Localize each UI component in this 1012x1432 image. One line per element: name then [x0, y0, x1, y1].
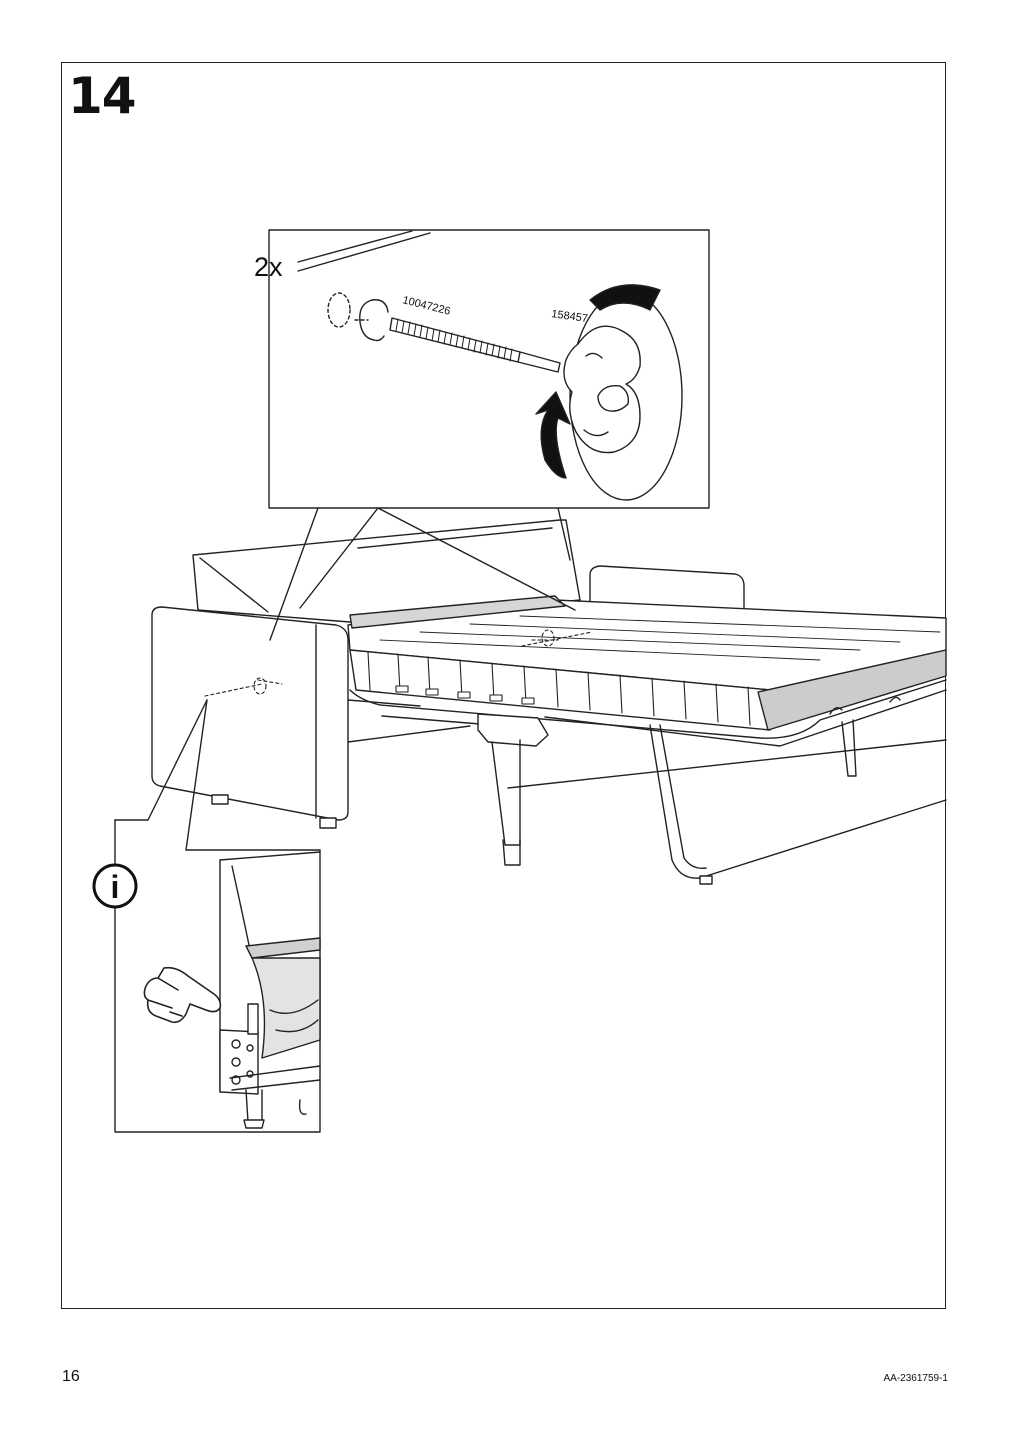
step-number: 14 — [68, 67, 137, 125]
quantity-label: 2x — [254, 252, 283, 282]
document-code: AA-2361759-1 — [883, 1373, 949, 1384]
page-number: 16 — [62, 1368, 80, 1385]
knob-part-number: 158457 — [551, 308, 589, 325]
info-detail-drawing — [219, 851, 321, 1129]
info-glyph: i — [111, 869, 120, 905]
info-icon — [92, 863, 138, 909]
sofa-bed-drawing — [151, 519, 947, 885]
pointing-hand-icon — [143, 966, 222, 1024]
step-frame — [61, 62, 946, 1309]
